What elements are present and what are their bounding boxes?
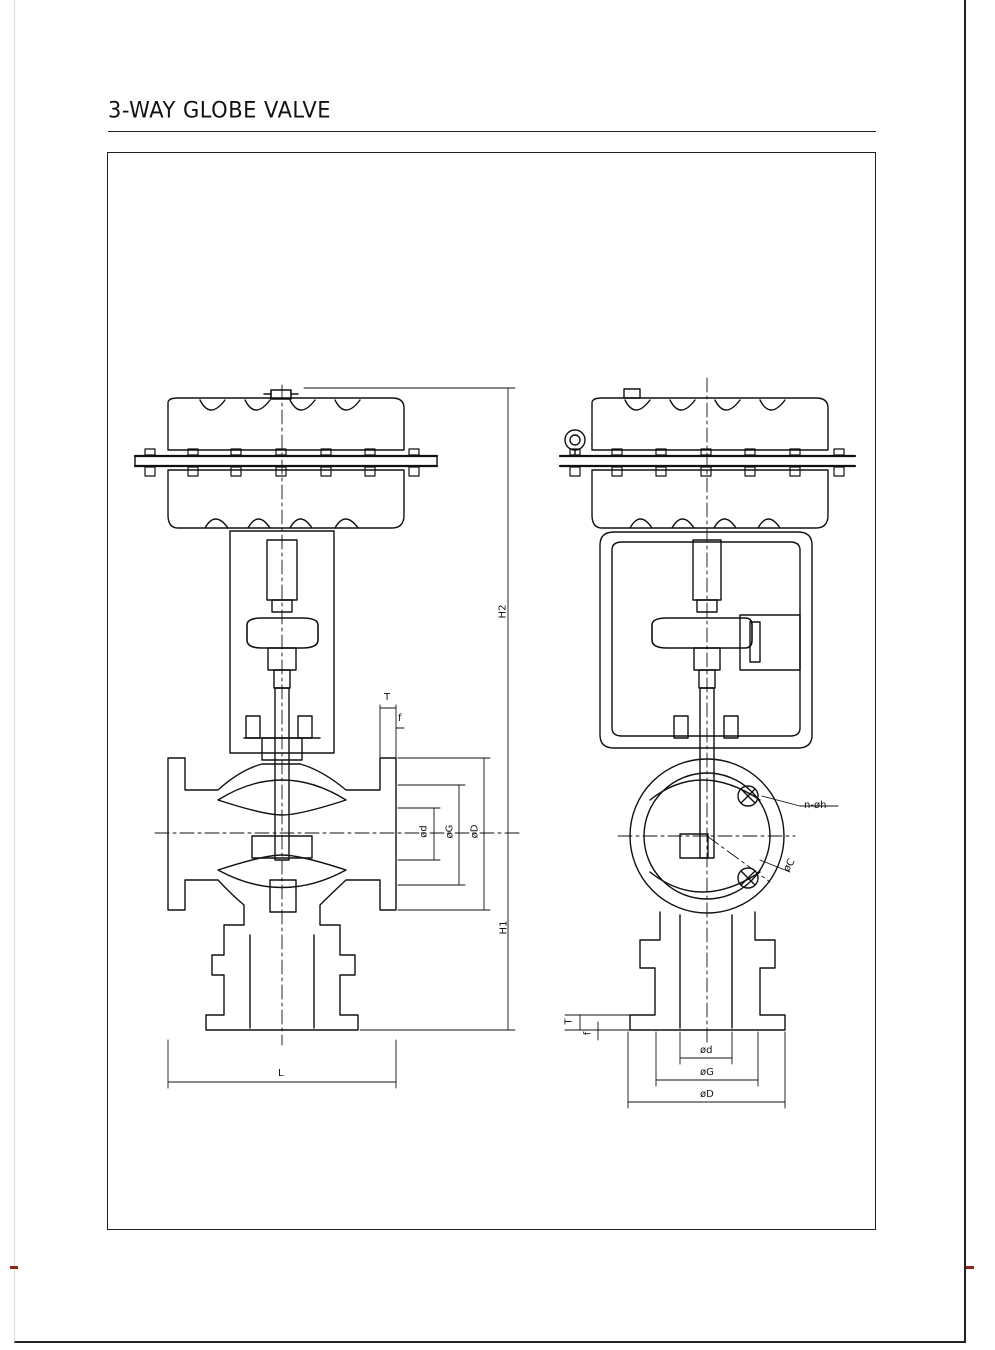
dim-label-od-front: øD — [469, 824, 481, 839]
side-dimension-lines — [564, 795, 839, 1109]
page-edge-mark-left — [10, 1266, 18, 1269]
title-underline — [108, 131, 876, 132]
dim-label-h2: H2 — [497, 604, 509, 619]
page-title: 3-WAY GLOBE VALVE — [108, 97, 331, 123]
side-view — [558, 377, 857, 1109]
dim-label-h1: H1 — [498, 920, 510, 935]
dim-label-f-side: f — [582, 1031, 594, 1036]
dim-label-g-front: øG — [444, 824, 456, 839]
page-border — [14, 0, 966, 1343]
side-body — [629, 715, 786, 1031]
dim-label-n-h: n-øh — [804, 800, 827, 811]
front-view — [133, 384, 521, 1089]
page-edge-mark-right — [966, 1266, 974, 1269]
front-dimension-lines — [167, 387, 516, 1089]
front-body — [167, 757, 397, 1031]
side-actuator — [558, 388, 857, 529]
dim-label-od-side: øD — [700, 1089, 714, 1100]
dim-label-d-front: ød — [418, 825, 430, 838]
dim-label-d-side: ød — [700, 1045, 713, 1056]
dim-label-t-side: T — [563, 1018, 575, 1025]
dim-label-t-front: T — [384, 692, 391, 703]
dim-label-l: L — [278, 1068, 284, 1079]
front-centerlines — [154, 384, 521, 1046]
dim-label-g-side: øG — [700, 1067, 714, 1078]
drawing-frame — [107, 152, 876, 1230]
side-yoke — [599, 531, 813, 859]
dim-label-f-front: f — [398, 713, 402, 724]
front-actuator — [133, 389, 439, 529]
side-centerlines — [617, 377, 796, 1046]
